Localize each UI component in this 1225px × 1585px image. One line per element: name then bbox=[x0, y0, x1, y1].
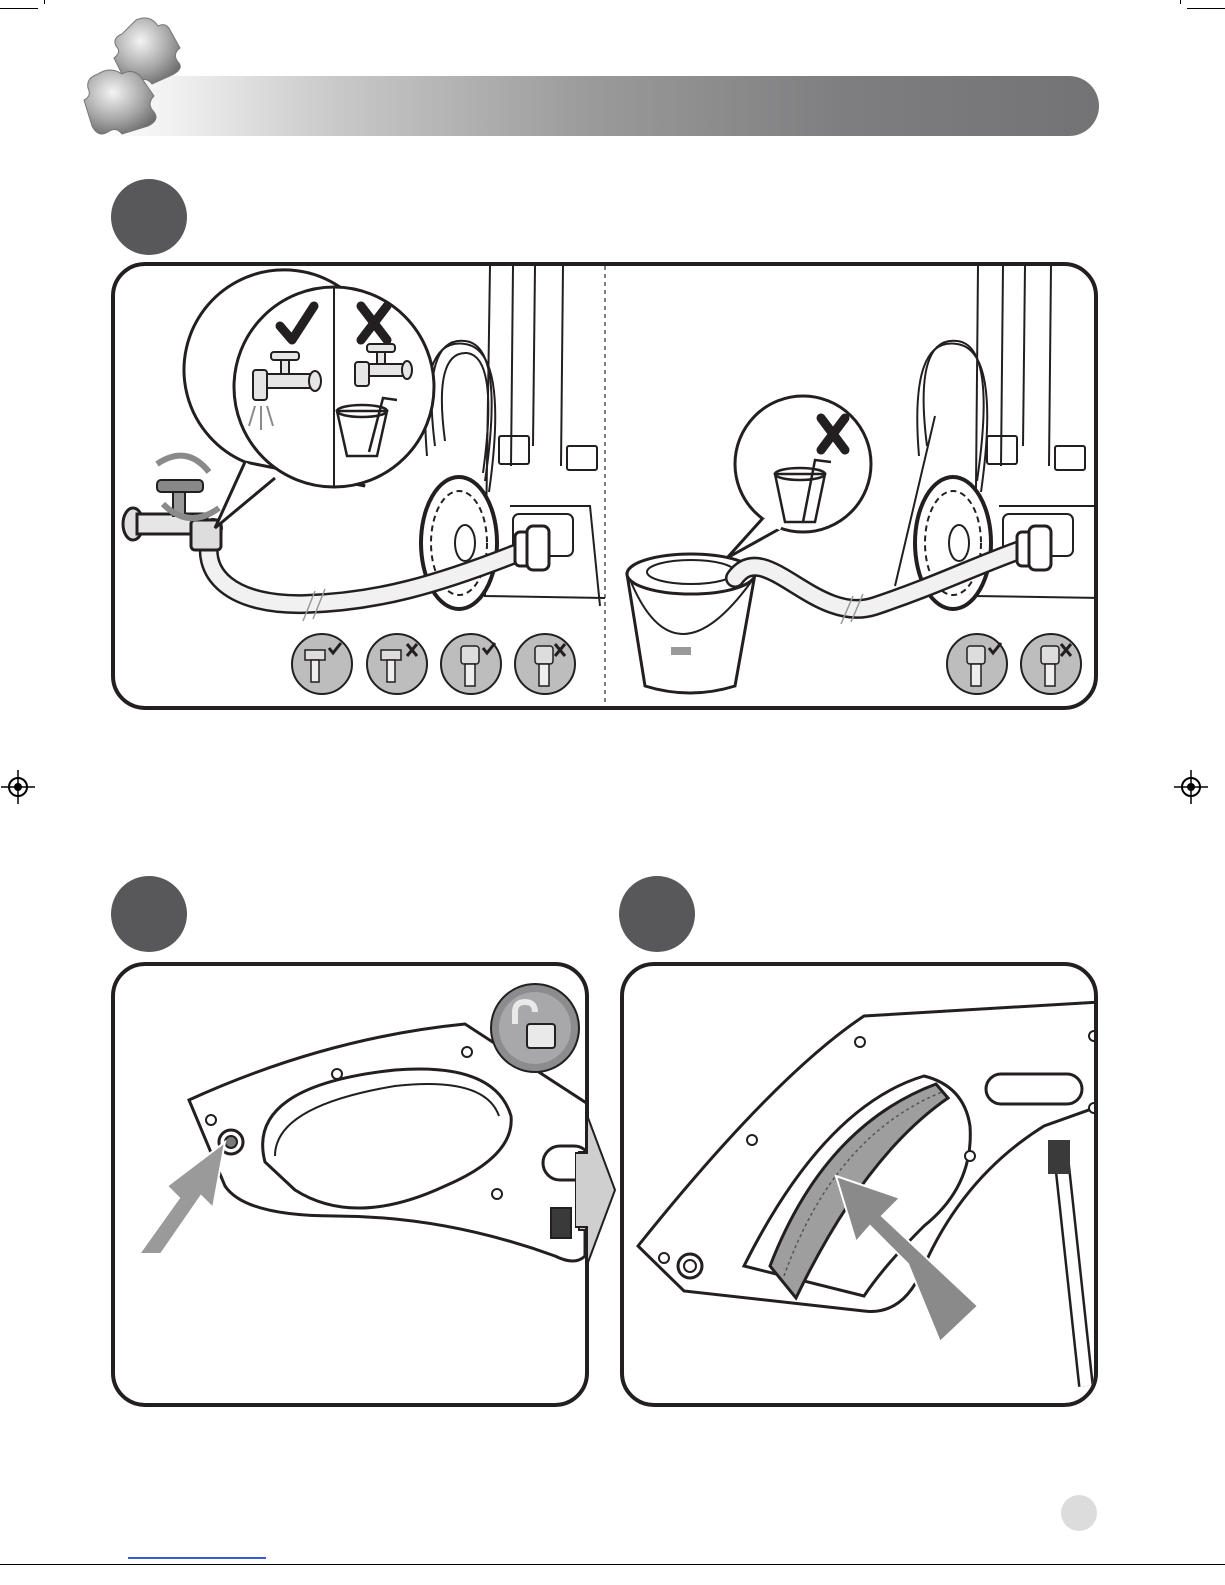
hose-connector-icon-right bbox=[1017, 526, 1051, 570]
indicator-connector-leak-icon bbox=[515, 634, 575, 694]
indicator-tap-leak-icon bbox=[367, 634, 427, 694]
step-1-panel bbox=[111, 262, 1098, 710]
indicator-tap-ok-icon bbox=[292, 634, 352, 694]
unlock-padlock-icon bbox=[491, 984, 579, 1072]
indicator-connector-leak-icon-right bbox=[1021, 634, 1081, 694]
registration-mark-left bbox=[1, 770, 35, 804]
step-3-badge bbox=[619, 876, 695, 952]
step-2-illustration bbox=[115, 966, 589, 1407]
puzzle-pieces-icon bbox=[78, 12, 198, 137]
press-arrow-icon bbox=[139, 1142, 225, 1254]
crop-mark-top-left-v bbox=[44, 0, 45, 4]
header-bar bbox=[85, 76, 1099, 136]
step-3-panel bbox=[620, 962, 1098, 1407]
crop-mark-top-left-h bbox=[0, 8, 38, 9]
step-1-badge bbox=[111, 179, 187, 255]
registration-mark-right bbox=[1174, 770, 1208, 804]
crop-mark-top-right-v bbox=[1180, 0, 1181, 4]
footer-link-line bbox=[128, 1557, 266, 1559]
footer-rule bbox=[0, 1564, 1225, 1565]
step-2-panel bbox=[111, 962, 589, 1407]
page-number-badge bbox=[1061, 1495, 1097, 1531]
next-step-arrow-icon bbox=[575, 1115, 617, 1265]
cable-coil-icon bbox=[425, 341, 495, 492]
step-3-illustration bbox=[624, 966, 1098, 1407]
crop-mark-top-right-h bbox=[1187, 8, 1225, 9]
indicator-connector-ok-icon bbox=[441, 634, 501, 694]
hose-connector-icon bbox=[515, 526, 549, 570]
step-1-illustration bbox=[115, 266, 1098, 710]
step-2-badge bbox=[111, 876, 187, 952]
indicator-connector-ok-icon-right bbox=[947, 634, 1007, 694]
